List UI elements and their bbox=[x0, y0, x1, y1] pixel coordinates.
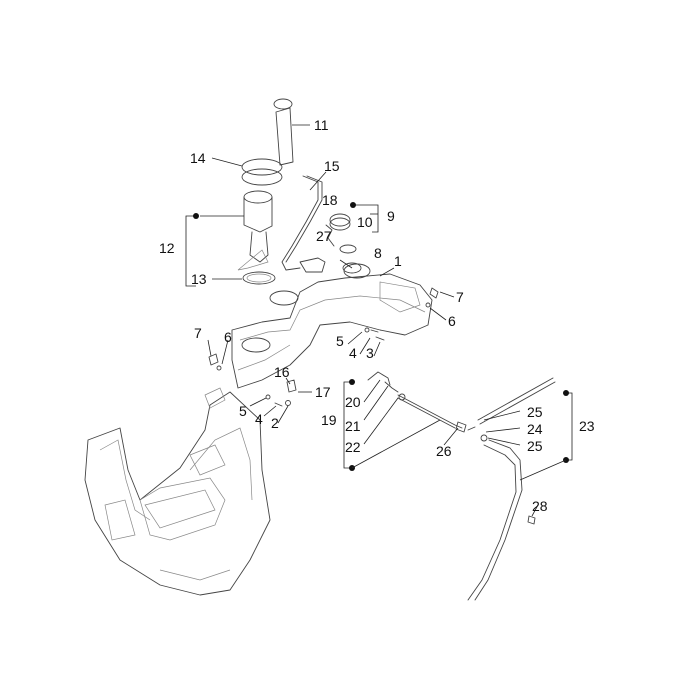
callout-6-right: 6 bbox=[448, 313, 456, 329]
callout-27: 27 bbox=[316, 228, 332, 244]
callout-5-right: 5 bbox=[336, 333, 344, 349]
callout-3: 3 bbox=[366, 345, 374, 361]
pump-gasket bbox=[242, 271, 276, 285]
callout-17: 17 bbox=[315, 384, 331, 400]
fuel-tank bbox=[231, 263, 433, 389]
callout-18: 18 bbox=[322, 192, 338, 208]
drain-hose-set bbox=[467, 377, 556, 601]
callout-2: 2 bbox=[271, 415, 279, 431]
callout-7-right: 7 bbox=[456, 289, 464, 305]
callout-1: 1 bbox=[394, 253, 402, 269]
hose-clip bbox=[455, 421, 536, 525]
callout-21: 21 bbox=[345, 418, 361, 434]
small-hardware bbox=[208, 287, 439, 407]
callout-25-bottom: 25 bbox=[527, 438, 543, 454]
callout-16: 16 bbox=[274, 364, 290, 380]
callout-numbers: 11 14 15 18 9 10 27 12 8 1 13 7 6 7 6 5 … bbox=[159, 117, 595, 514]
ring-nut bbox=[241, 158, 283, 186]
breather-hose bbox=[325, 224, 335, 247]
callout-14: 14 bbox=[190, 150, 206, 166]
callout-22: 22 bbox=[345, 439, 361, 455]
callout-25-top: 25 bbox=[527, 404, 543, 420]
callout-10: 10 bbox=[357, 214, 373, 230]
vent-hose-set bbox=[367, 371, 463, 429]
filler-neck-seal bbox=[342, 262, 362, 274]
callout-11: 11 bbox=[314, 117, 329, 133]
callout-4-right: 4 bbox=[349, 345, 357, 361]
callout-13: 13 bbox=[191, 271, 207, 287]
callout-19: 19 bbox=[321, 412, 337, 428]
leader-lines bbox=[185, 124, 573, 517]
callout-24: 24 bbox=[527, 421, 543, 437]
fuel-pump bbox=[237, 190, 273, 271]
callout-5-left: 5 bbox=[239, 403, 247, 419]
callout-7-left: 7 bbox=[194, 325, 202, 341]
frame-chassis bbox=[84, 387, 271, 596]
callout-23: 23 bbox=[579, 418, 595, 434]
callout-4-left: 4 bbox=[255, 411, 263, 427]
fuel-level-sender bbox=[273, 98, 294, 166]
fuel-pipe bbox=[281, 175, 326, 273]
callout-20: 20 bbox=[345, 394, 361, 410]
callout-26: 26 bbox=[436, 443, 452, 459]
callout-28: 28 bbox=[532, 498, 548, 514]
callout-9: 9 bbox=[387, 208, 395, 224]
callout-15: 15 bbox=[324, 158, 340, 174]
callout-8: 8 bbox=[374, 245, 382, 261]
callout-12: 12 bbox=[159, 240, 175, 256]
cap-gasket bbox=[339, 244, 357, 254]
callout-6-left: 6 bbox=[224, 329, 232, 345]
fuel-cap bbox=[329, 213, 351, 231]
